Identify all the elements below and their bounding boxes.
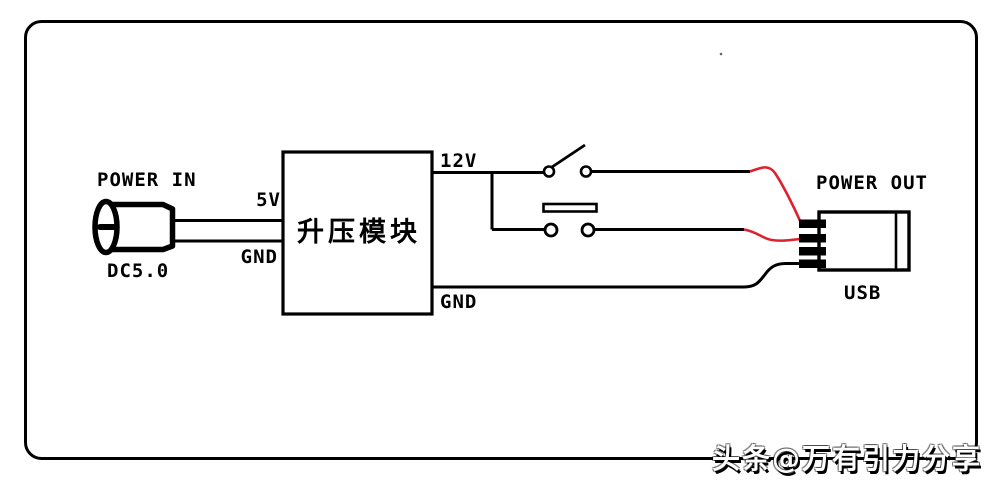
power-in-label: POWER IN bbox=[97, 169, 197, 191]
push-button-cap bbox=[542, 202, 598, 213]
dc-plug-label: DC5.0 bbox=[107, 260, 169, 282]
switch-lever bbox=[551, 143, 586, 169]
usb-pin-2 bbox=[799, 234, 826, 243]
watermark: 头条@万有引力分享 bbox=[711, 442, 982, 475]
red-wire-bottom bbox=[743, 228, 801, 242]
usb-pin-1 bbox=[799, 219, 826, 228]
boost-module-label: 升压模块 bbox=[297, 217, 421, 248]
diagram-border bbox=[24, 20, 978, 460]
boost-module-box: 升压模块 bbox=[281, 150, 434, 316]
usb-port-symbol bbox=[799, 210, 911, 272]
pin-gnd-out-label: GND bbox=[440, 291, 477, 313]
toggle-switch-symbol bbox=[542, 143, 593, 178]
power-out-label: POWER OUT bbox=[816, 172, 928, 194]
speck-dot bbox=[719, 52, 723, 56]
pin-12v-label: 12V bbox=[440, 150, 477, 172]
red-wire-top bbox=[749, 166, 803, 224]
usb-pin-3 bbox=[799, 247, 826, 256]
push-button-switch-symbol bbox=[542, 202, 598, 238]
usb-label: USB bbox=[844, 282, 881, 304]
pin-gnd-in-label: GND bbox=[241, 246, 278, 268]
pin-5v-label: 5V bbox=[256, 189, 281, 211]
wire-gnd-out bbox=[432, 262, 800, 289]
usb-pin-4 bbox=[799, 259, 826, 268]
dc-plug-symbol bbox=[92, 198, 176, 256]
